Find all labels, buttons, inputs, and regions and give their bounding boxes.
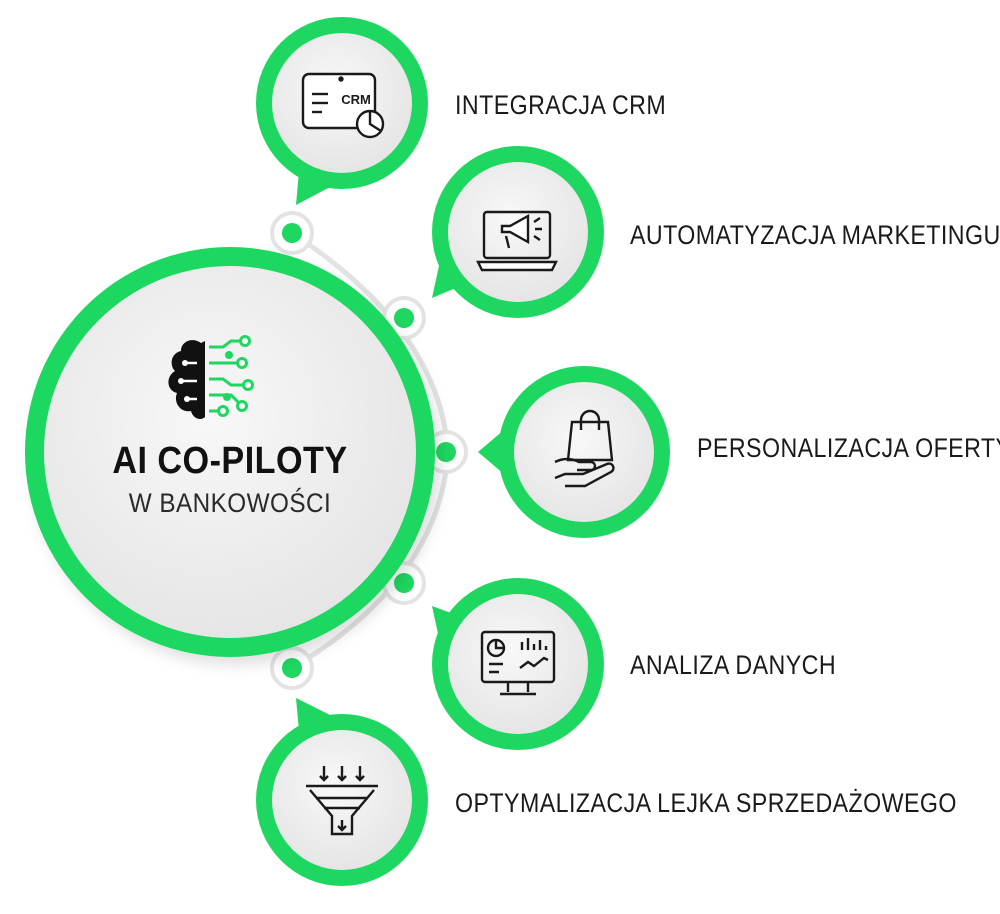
label-offer-personalization: PERSONALIZACJA OFERTY [697,433,1000,463]
node-crm: CRM [256,17,428,205]
center-title: AI CO-PILOTY [112,440,348,482]
crm-monitor-icon [301,72,385,139]
node-analysis [432,578,604,750]
connector-dot-2 [382,296,426,340]
label-marketing-automation: AUTOMATYZACJA MARKETINGU [630,220,1000,250]
center-node [25,247,435,657]
node-funnel [256,698,428,886]
connector-dot-5 [270,646,314,690]
node-marketing [432,146,604,318]
ai-brain-circuit-icon [168,335,254,419]
connector-dot-1 [270,211,314,255]
label-data-analysis: ANALIZA DANYCH [630,650,837,680]
connector-dot-3 [424,430,468,474]
sales-funnel-icon [306,766,378,836]
megaphone-laptop-icon [476,210,558,272]
label-funnel-optimization: OPTYMALIZACJA LEJKA SPRZEDAŻOWEGO [455,788,957,818]
analytics-monitor-icon [480,630,556,696]
node-personalization [478,366,670,538]
center-subtitle: W BANKOWOŚCI [128,488,332,518]
hand-shopping-bag-icon [554,409,615,488]
crm-icon-text: CRM [341,92,371,107]
label-crm-integration: INTEGRACJA CRM [455,90,667,120]
